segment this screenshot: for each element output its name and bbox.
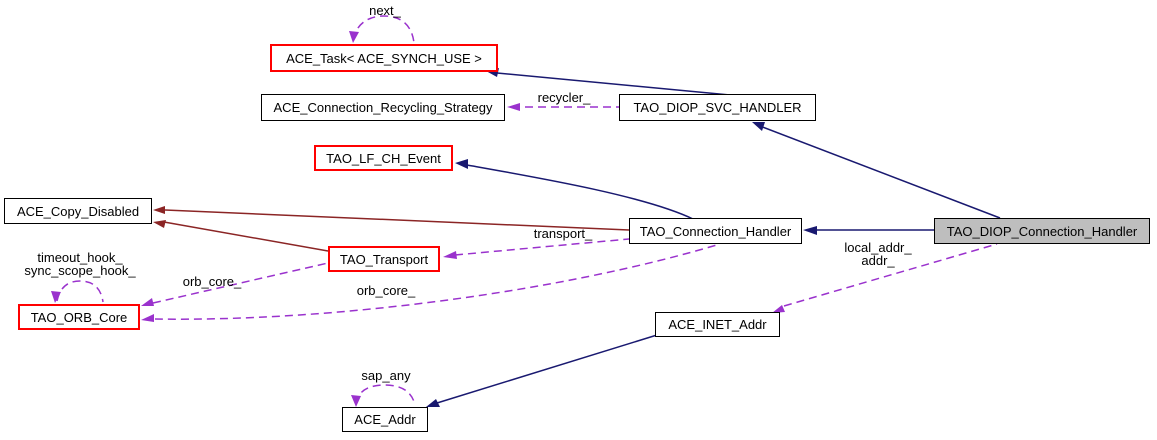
class-node-tao-transport[interactable]: TAO_Transport [328,246,440,272]
edge-sap-any-self-loop [351,384,416,407]
class-label: TAO_DIOP_Connection_Handler [946,223,1138,239]
class-node-tao-diop-connection-handler[interactable]: TAO_DIOP_Connection_Handler [934,218,1150,244]
class-label: ACE_INET_Addr [668,317,767,332]
edge-recycler [507,103,619,111]
edge-label-transport: transport_ [533,226,593,241]
class-label: ACE_Task< ACE_SYNCH_USE > [286,50,482,66]
edge-next-self-loop [349,15,415,44]
class-label: TAO_Transport [339,251,429,267]
class-label: ACE_Addr [354,412,416,427]
edge-label-addr: addr_ [861,253,895,268]
class-node-ace-copy-disabled[interactable]: ACE_Copy_Disabled [4,198,152,224]
arrowhead [507,103,520,111]
class-node-tao-lf-ch-event[interactable]: TAO_LF_CH_Event [314,145,453,171]
edge-copy-disabled-from-conn-handler [153,206,630,231]
arrowhead [153,220,166,228]
edge-inherit-conn-handler [803,226,934,235]
arrowhead [351,395,361,407]
edge-label-recycler: recycler_ [537,90,591,105]
edge-orb-core-self-loop [51,280,104,303]
arrowhead [803,226,817,235]
edge-label-orb-core-b: orb_core_ [356,283,416,298]
class-node-ace-inet-addr[interactable]: ACE_INET_Addr [655,312,780,337]
class-label: ACE_Copy_Disabled [16,203,140,219]
edge-label-sap-any: sap_any [361,368,411,383]
arrowhead [426,399,440,407]
arrowhead [752,122,765,131]
edge-inherit-lf-ch-event [455,159,694,220]
edge-local-addr [772,243,998,313]
edge-inherit-ace-task [486,68,731,96]
arrowhead [141,298,154,306]
edge-label-next: next_ [369,3,401,18]
edge-orb-core-from-conn-handler [141,243,721,322]
class-label: TAO_Connection_Handler [639,223,792,239]
arrowhead [153,206,165,214]
edge-label-timeout-hook: timeout_hook_ [37,250,123,265]
class-node-tao-orb-core[interactable]: TAO_ORB_Core [18,304,140,330]
arrowhead [51,291,61,303]
edge-orb-core-from-transport [141,262,329,306]
edge-inherit-diop-svc-handler [752,122,1001,219]
class-node-ace-task[interactable]: ACE_Task< ACE_SYNCH_USE > [270,44,498,72]
edge-inherit-ace-addr [426,334,658,407]
edge-label-sync-scope-hook: sync_scope_hook_ [24,263,136,278]
edge-label-local-addr: local_addr_ [844,240,912,255]
arrowhead [455,159,468,169]
class-node-ace-addr[interactable]: ACE_Addr [342,407,428,432]
class-node-tao-diop-svc-handler[interactable]: TAO_DIOP_SVC_HANDLER [619,94,816,121]
class-label: ACE_Connection_Recycling_Strategy [273,100,493,115]
class-label: TAO_LF_CH_Event [326,150,441,166]
class-label: TAO_DIOP_SVC_HANDLER [633,100,802,115]
edge-label-local-addr-addr: local_addr_ addr_ [844,241,911,267]
class-node-tao-connection-handler[interactable]: TAO_Connection_Handler [629,218,802,244]
arrowhead [443,251,457,259]
class-node-ace-connection-recycling-strategy[interactable]: ACE_Connection_Recycling_Strategy [261,94,505,121]
edge-transport [443,238,630,259]
arrowhead [772,305,785,313]
arrowhead [141,314,154,322]
edge-label-timeout-sync-hooks: timeout_hook_ sync_scope_hook_ [24,251,135,277]
class-label: TAO_ORB_Core [30,309,128,325]
edge-copy-disabled-from-transport [153,220,329,252]
edge-label-orb-core-a: orb_core_ [182,274,242,289]
arrowhead [349,31,359,43]
